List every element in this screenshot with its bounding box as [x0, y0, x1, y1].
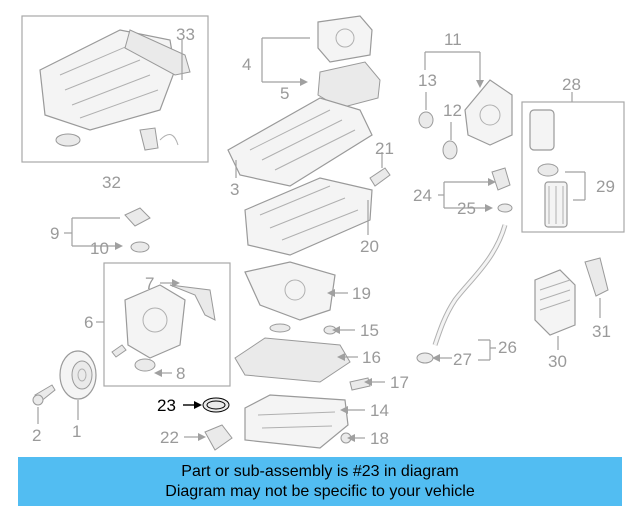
sensor-22 — [204, 424, 233, 451]
callout-22[interactable]: 22 — [160, 428, 179, 447]
callout-24[interactable]: 24 — [413, 186, 432, 205]
callout-10[interactable]: 10 — [90, 239, 109, 258]
callout-19[interactable]: 19 — [352, 284, 371, 303]
o-ring-23 — [202, 397, 230, 413]
callout-17[interactable]: 17 — [390, 373, 409, 392]
callout-3[interactable]: 3 — [230, 180, 239, 199]
front-cover — [111, 284, 216, 372]
part-21 — [369, 167, 391, 187]
crank-pulley — [59, 350, 97, 400]
callout-15[interactable]: 15 — [360, 321, 379, 340]
callout-29[interactable]: 29 — [596, 177, 615, 196]
callout-14[interactable]: 14 — [370, 401, 389, 420]
callout-13[interactable]: 13 — [418, 71, 437, 90]
callout-30[interactable]: 30 — [548, 352, 567, 371]
callout-18[interactable]: 18 — [370, 429, 389, 448]
callout-9[interactable]: 9 — [50, 224, 59, 243]
callout-2[interactable]: 2 — [32, 426, 41, 445]
pulley-bolt — [32, 384, 56, 406]
callout-12[interactable]: 12 — [443, 101, 462, 120]
timing-cover-right — [418, 79, 513, 160]
valve-cover — [227, 97, 373, 187]
upper-cover — [317, 15, 381, 109]
part-17 — [349, 377, 371, 391]
info-banner: Part or sub-assembly is #23 in diagram D… — [18, 457, 622, 506]
callout-20[interactable]: 20 — [360, 237, 379, 256]
cylinder-head — [244, 177, 373, 256]
callout-7[interactable]: 7 — [145, 274, 154, 293]
callout-16[interactable]: 16 — [362, 348, 381, 367]
dipstick-tube — [432, 224, 508, 346]
parts-diagram: 33 32 4 5 3 20 21 19 15 16 — [21, 15, 625, 451]
callout-26[interactable]: 26 — [498, 338, 517, 357]
gasket-31 — [584, 257, 609, 297]
callout-21[interactable]: 21 — [375, 139, 394, 158]
intake-manifold — [39, 29, 191, 151]
intake-manifold-box — [21, 15, 209, 163]
callout-11[interactable]: 11 — [444, 30, 462, 49]
callout-31[interactable]: 31 — [592, 322, 611, 341]
seal-27 — [416, 352, 434, 364]
callout-6[interactable]: 6 — [84, 313, 93, 332]
banner-line-2: Diagram may not be specific to your vehi… — [165, 483, 475, 500]
callout-4[interactable]: 4 — [242, 55, 251, 74]
oil-filter — [529, 109, 568, 228]
callout-32[interactable]: 32 — [102, 173, 121, 192]
oil-filter-box — [521, 101, 625, 233]
callout-23[interactable]: 23 — [157, 396, 176, 415]
callout-8[interactable]: 8 — [176, 364, 185, 383]
sensor-24 — [491, 167, 513, 213]
seal-15 — [269, 323, 291, 333]
oil-cooler — [534, 269, 576, 336]
front-cover-box — [103, 262, 231, 387]
filler-cap — [124, 207, 151, 253]
oil-pan-gasket — [234, 337, 351, 383]
callout-27[interactable]: 27 — [453, 350, 472, 369]
callout-1[interactable]: 1 — [72, 422, 81, 441]
oil-pan — [244, 394, 349, 449]
callout-33[interactable]: 33 — [176, 25, 195, 44]
callout-28[interactable]: 28 — [562, 75, 581, 94]
timing-case — [244, 261, 336, 321]
banner-line-1: Part or sub-assembly is #23 in diagram — [181, 463, 459, 480]
callout-5[interactable]: 5 — [280, 84, 289, 103]
callout-25[interactable]: 25 — [457, 199, 476, 218]
